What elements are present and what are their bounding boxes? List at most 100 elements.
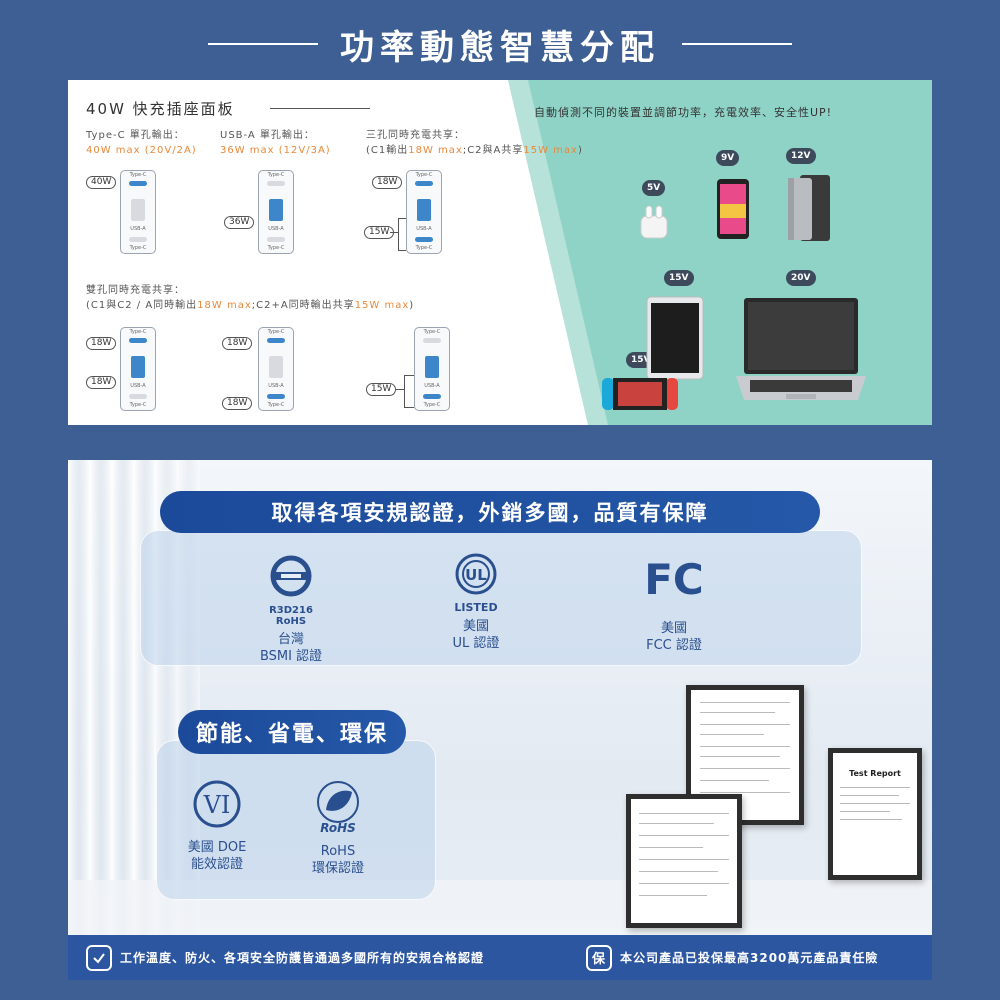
watt-badge-18w: 18W [86, 376, 117, 389]
svg-text:RoHS: RoHS [320, 821, 356, 834]
energy-banner: 節能、省電、環保 [178, 710, 406, 754]
typec-single-line2: 40W max (20V/2A) [86, 145, 197, 156]
typec-single-line1: Type-C 單孔輸出： [86, 130, 185, 141]
usba-single-line1: USB-A 單孔輸出： [220, 130, 315, 141]
insurance-icon: 保 [586, 944, 612, 971]
voltage-badge-20v: 20V [786, 270, 816, 286]
port-c2 [423, 394, 441, 399]
test-report-document: Test Report [828, 748, 922, 880]
port-usba [425, 356, 439, 378]
rohs-line2: 環保認證 [311, 861, 364, 876]
share-connector [396, 389, 404, 390]
port-c1 [423, 338, 441, 343]
two-port-label: 雙孔同時充電共享： (C1與C2 / A同時輸出18W max;C2+A同時輸出… [86, 283, 414, 313]
outlet-typec-single: Type-C USB-A Type-C [120, 170, 156, 254]
shield-check-icon [86, 944, 112, 971]
watt-badge-18w: 18W [222, 397, 253, 410]
watt-badge-40w: 40W [86, 176, 117, 189]
share-connector [398, 250, 406, 251]
share-connector [398, 218, 399, 250]
three-port-label: 三孔同時充電共享： (C1輸出18W max;C2與A共享15W max) [366, 128, 583, 158]
usba-single-line2: 36W max (12V/3A) [220, 145, 331, 156]
watt-badge-36w: 36W [224, 216, 255, 229]
fcc-cert: FC 美國 FCC 認證 [634, 552, 714, 654]
port-c2 [129, 394, 147, 399]
share-connector [404, 375, 405, 407]
port-c1 [267, 338, 285, 343]
tablet-icon [646, 296, 704, 380]
bsmi-label: BSMI 認證 [259, 649, 323, 664]
rohs-line1: RoHS [320, 844, 356, 859]
share-connector [390, 232, 398, 233]
title-rule-right [682, 43, 792, 45]
port-c1 [129, 338, 147, 343]
bsmi-cert: R3D216 RoHS 台灣 BSMI 認證 [246, 552, 336, 665]
rohs-cert: RoHS RoHS 環保認證 [302, 778, 374, 877]
ul-logo-text: LISTED [454, 601, 498, 614]
ul-logo-icon: UL [455, 553, 497, 595]
watt-badge-18w: 18W [372, 176, 403, 189]
voltage-badge-15v: 15V [664, 270, 694, 286]
fcc-logo-icon: FC [644, 555, 704, 604]
bsmi-country: 台灣 [277, 632, 304, 647]
ul-cert: UL LISTED 美國 UL 認證 [436, 552, 516, 652]
outlet-two-port-shared: Type-C USB-A Type-C [414, 327, 450, 411]
outlet-usba-single: Type-C USB-A Type-C [258, 170, 294, 254]
ul-label: UL 認證 [452, 636, 500, 651]
insurance-guarantee-text: 本公司產品已投保最高3200萬元產品責任險 [620, 951, 879, 965]
section-title: 功率動態智慧分配 [0, 18, 1000, 70]
two-port-line1: 雙孔同時充電共享： [86, 285, 185, 296]
safety-guarantee-text: 工作溫度、防火、各項安全防護皆通過多國所有的安規合格認證 [120, 951, 485, 965]
three-port-line1: 三孔同時充電共享： [366, 130, 465, 141]
outlet-three-port: Type-C USB-A Type-C [406, 170, 442, 254]
two-port-line2: (C1與C2 / A同時輸出18W max;C2+A同時輸出共享15W max) [86, 300, 415, 311]
share-connector [404, 375, 414, 376]
doe-line1: 美國 DOE [187, 840, 247, 855]
watt-badge-18w: 18W [86, 337, 117, 350]
typec-single-label: Type-C 單孔輸出： 40W max (20V/2A) [86, 128, 197, 158]
title-text: 功率動態智慧分配 [340, 27, 660, 68]
title-rule-left [208, 43, 318, 45]
port-c2 [267, 237, 285, 242]
port-c2 [415, 237, 433, 242]
doe-vi-logo-icon: VI [193, 780, 241, 828]
cert-banner: 取得各項安規認證，外銷多國，品質有保障 [160, 491, 820, 533]
bsmi-logo-text: R3D216 RoHS [269, 605, 313, 627]
port-usba [269, 356, 283, 378]
voltage-badge-9v: 9V [716, 150, 740, 166]
fcc-country: 美國 [660, 621, 687, 636]
insurance-guarantee: 保 本公司產品已投保最高3200萬元產品責任險 [586, 935, 878, 980]
test-report-title: Test Report [849, 769, 901, 778]
test-report-document [686, 685, 804, 825]
doe-cert: VI 美國 DOE 能效認證 [182, 778, 252, 873]
earbuds-icon [640, 205, 668, 239]
bsmi-logo-icon [270, 555, 312, 597]
guarantee-bar: 工作溫度、防火、各項安全防護皆通過多國所有的安規合格認證 保 本公司產品已投保最… [68, 935, 932, 980]
port-c1 [267, 181, 285, 186]
outlet-two-port-cc: Type-C USB-A Type-C [258, 327, 294, 411]
three-port-line2: (C1輸出18W max;C2與A共享15W max) [366, 145, 583, 156]
svg-text:UL: UL [465, 566, 487, 584]
power-distribution-panel: 40W 快充插座面板 Type-C 單孔輸出： 40W max (20V/2A)… [68, 80, 932, 425]
outlet-two-port-ca: Type-C USB-A Type-C [120, 327, 156, 411]
svg-text:FC: FC [644, 555, 704, 602]
svg-text:VI: VI [203, 791, 231, 819]
cert-glass-card [140, 530, 862, 666]
usba-single-label: USB-A 單孔輸出： 36W max (12V/3A) [220, 128, 331, 158]
watt-badge-15w: 15W [364, 226, 395, 239]
voltage-badge-5v: 5V [642, 180, 666, 196]
port-c1 [129, 181, 147, 186]
share-connector [404, 407, 414, 408]
certification-panel: 取得各項安規認證，外銷多國，品質有保障 R3D216 RoHS 台灣 BSMI … [68, 460, 932, 980]
share-connector [398, 218, 406, 219]
port-usba [417, 199, 431, 221]
voltage-badge-12v: 12V [786, 148, 816, 164]
port-c1 [415, 181, 433, 186]
panel-title-rule [270, 108, 370, 109]
watt-badge-18w: 18W [222, 337, 253, 350]
fcc-label: FCC 認證 [646, 638, 702, 653]
safety-guarantee: 工作溫度、防火、各項安全防護皆通過多國所有的安規合格認證 [86, 935, 484, 980]
port-c2 [267, 394, 285, 399]
port-usba [269, 199, 283, 221]
auto-detect-text: 自動偵測不同的裝置並調節功率，充電效率、安全性UP! [534, 106, 833, 119]
